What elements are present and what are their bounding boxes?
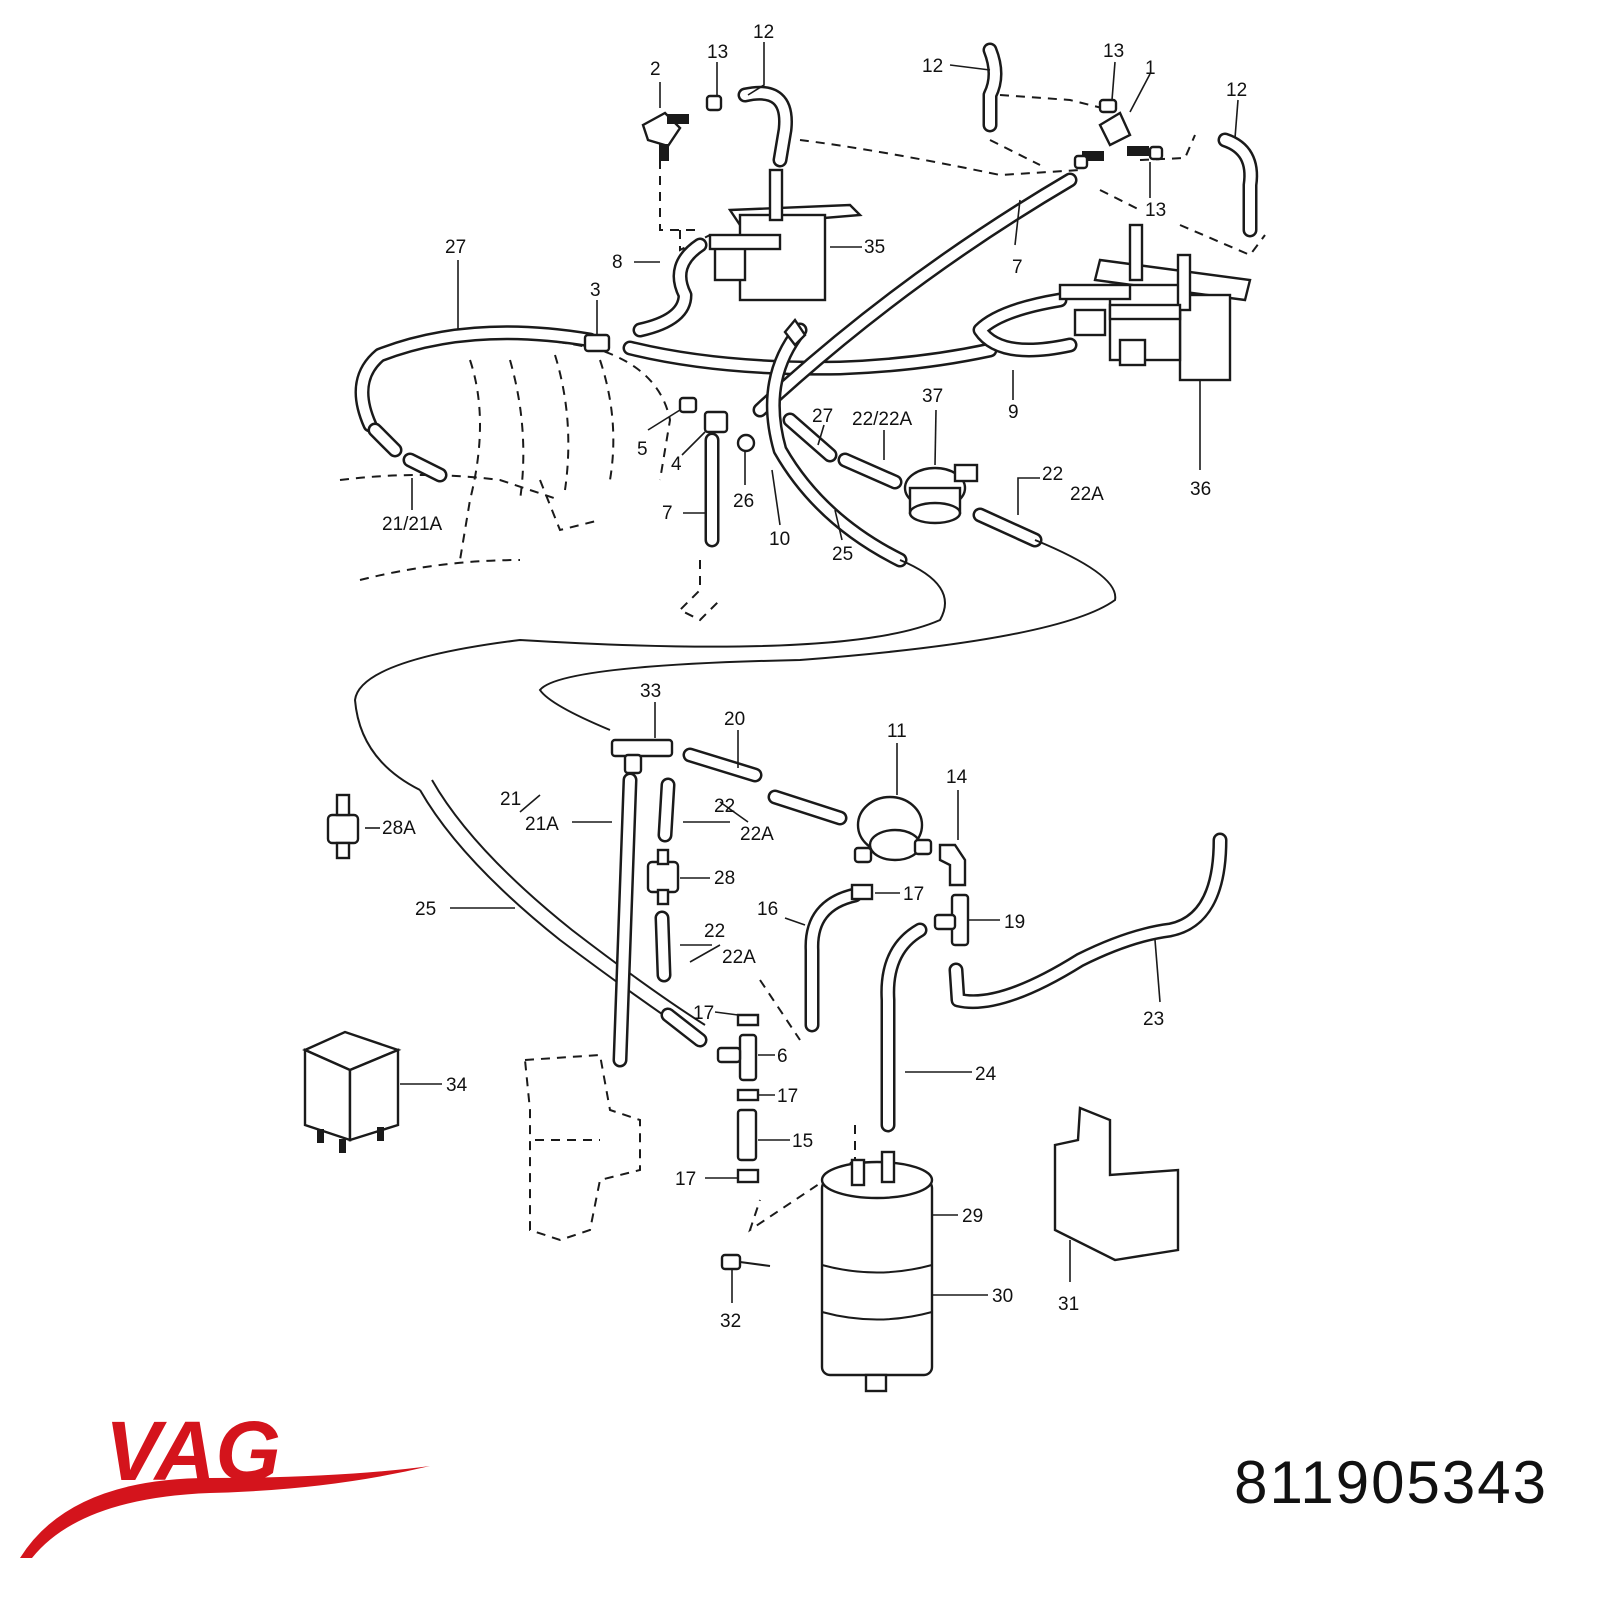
valve-11 <box>853 795 933 864</box>
leader-lines <box>365 42 1239 1303</box>
label-17: 17 <box>675 1169 696 1190</box>
label-9: 9 <box>1008 402 1019 423</box>
clamps-17-6-15 <box>716 883 874 1184</box>
label-35: 35 <box>864 237 885 258</box>
label-22a: 22A <box>1070 484 1104 505</box>
label-34: 34 <box>446 1075 468 1096</box>
label-27: 27 <box>445 237 466 258</box>
label-25: 25 <box>832 544 853 565</box>
label-21-21a: 21/21A <box>382 514 443 535</box>
label-22a: 22A <box>740 824 774 845</box>
label-32: 32 <box>720 1311 741 1332</box>
label-28: 28 <box>714 868 735 889</box>
filter-28a <box>326 793 360 860</box>
label-37: 37 <box>922 386 943 407</box>
part-labels: 2 13 12 12 13 1 12 13 7 27 3 8 35 9 36 3… <box>382 22 1247 1332</box>
label-13: 13 <box>707 42 728 63</box>
bracket-31 <box>1053 1106 1180 1262</box>
label-20: 20 <box>724 709 745 730</box>
label-21a: 21A <box>525 814 559 835</box>
label-22: 22 <box>704 921 725 942</box>
hose-network <box>353 42 1259 1133</box>
vag-logo: VAG <box>20 1418 430 1558</box>
brand-name: VAG <box>105 1418 281 1498</box>
label-26: 26 <box>733 491 754 512</box>
screw-32 <box>720 1253 771 1271</box>
valve-35 <box>708 168 863 302</box>
label-17: 17 <box>903 884 924 905</box>
tee-19 <box>933 893 970 947</box>
label-31: 31 <box>1058 1294 1079 1315</box>
label-12: 12 <box>753 22 774 43</box>
tee-33 <box>610 738 674 775</box>
label-14: 14 <box>946 767 968 788</box>
part-number: 811905343 <box>1234 1449 1548 1516</box>
label-22: 22 <box>1042 464 1063 485</box>
label-16: 16 <box>757 899 778 920</box>
label-13: 13 <box>1145 200 1166 221</box>
engine-outline <box>339 94 1266 1233</box>
label-23: 23 <box>1143 1009 1164 1030</box>
label-29: 29 <box>962 1206 983 1227</box>
valve-37 <box>903 463 979 525</box>
label-17: 17 <box>777 1086 798 1107</box>
label-22: 22 <box>714 796 735 817</box>
filter-28 <box>646 848 680 906</box>
label-21: 21 <box>500 789 521 810</box>
label-33: 33 <box>640 681 661 702</box>
label-13: 13 <box>1103 41 1124 62</box>
logo-swoosh <box>20 1466 430 1558</box>
label-11: 11 <box>887 721 907 742</box>
label-17: 17 <box>693 1003 714 1024</box>
valve-36 <box>1058 223 1252 382</box>
label-15: 15 <box>792 1131 813 1152</box>
label-7: 7 <box>1012 257 1023 278</box>
label-22a: 22A <box>722 947 756 968</box>
label-24: 24 <box>975 1064 997 1085</box>
label-4: 4 <box>671 454 682 475</box>
label-7: 7 <box>662 503 673 524</box>
label-19: 19 <box>1004 912 1025 933</box>
label-6: 6 <box>777 1046 788 1067</box>
distributor <box>523 1053 641 1242</box>
label-27: 27 <box>812 406 833 427</box>
relay-34 <box>302 1030 402 1153</box>
elbow-14 <box>938 843 967 887</box>
label-28a: 28A <box>382 818 416 839</box>
label-3: 3 <box>590 280 601 301</box>
label-8: 8 <box>612 252 623 273</box>
canister-29 <box>820 1150 934 1393</box>
label-22-22a: 22/22A <box>852 409 913 430</box>
label-36: 36 <box>1190 479 1211 500</box>
label-12: 12 <box>922 56 943 77</box>
fittings-top <box>583 94 1164 453</box>
label-2: 2 <box>650 59 661 80</box>
label-30: 30 <box>992 1286 1013 1307</box>
label-12: 12 <box>1226 80 1247 101</box>
label-10: 10 <box>769 529 790 550</box>
label-1: 1 <box>1145 58 1156 79</box>
label-5: 5 <box>637 439 648 460</box>
label-25: 25 <box>415 899 436 920</box>
